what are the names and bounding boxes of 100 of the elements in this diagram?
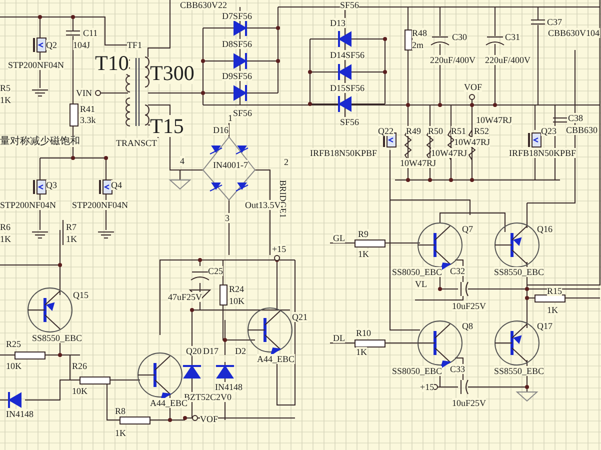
component-label: TRANSCT — [116, 138, 158, 148]
component-label: 47uF25V — [168, 292, 202, 302]
component-label: IRFB18N50KPBF — [310, 148, 378, 158]
component-label: Q8 — [462, 321, 473, 331]
component-label: VOF — [200, 414, 218, 424]
component-label: +15 — [272, 244, 286, 254]
component-label: STP200NF04N — [72, 200, 128, 210]
component-label: 4 — [180, 156, 184, 166]
component-label: STP200NF04N — [0, 200, 56, 210]
component-label: Q21 — [292, 312, 308, 322]
component-label: Q17 — [537, 321, 552, 331]
component-label: C32 — [450, 266, 466, 276]
component-label: R5 — [0, 83, 11, 93]
component-label: 220uF/400V — [430, 55, 476, 65]
component-label: R9 — [358, 229, 369, 239]
component-label: IN4148 — [6, 409, 34, 419]
component-label: C11 — [83, 28, 98, 38]
component-label: D8SF56 — [222, 39, 252, 49]
component-label: IN4001-7 — [213, 160, 248, 170]
component-label: R15 — [547, 286, 562, 296]
component-label: R51 — [451, 126, 466, 136]
component-label: 10W47RJ — [454, 137, 490, 147]
component-label: R7 — [66, 222, 77, 232]
component-label: IN4148 — [215, 382, 242, 392]
component-label: 1 — [228, 113, 232, 123]
component-label: 量对称减少磁饱和 — [0, 136, 80, 147]
component-label: 10W47RJ — [431, 148, 467, 158]
component-label: 10uF25V — [452, 301, 486, 311]
component-label: R52 — [474, 126, 490, 136]
component-label: D14SF56 — [330, 50, 365, 60]
component-label: R8 — [115, 406, 126, 416]
component-label: 1K — [115, 428, 126, 438]
component-label: 10W47RJ — [476, 115, 512, 125]
winding-label: T300 — [150, 62, 194, 84]
component-label: SS8550_EBC — [494, 267, 544, 277]
component-label: C25 — [208, 266, 224, 276]
component-label: A44_EBC — [257, 354, 295, 364]
component-label: D7SF56 — [222, 11, 252, 21]
component-label: CBB630 — [566, 125, 598, 135]
component-label: IRFB18N50KPBF — [509, 148, 576, 158]
component-label: +15 — [420, 382, 434, 392]
component-label: TF1 — [127, 40, 142, 50]
component-label: CBB630V104 — [548, 28, 600, 38]
component-label: CBB630V22 — [180, 0, 228, 10]
component-label: Q15 — [73, 290, 88, 300]
component-label: R6 — [0, 222, 11, 232]
component-label: 10K — [72, 386, 88, 396]
component-label: 2 — [284, 157, 288, 167]
component-label: A44_EBC — [150, 398, 188, 408]
component-label: 1K — [356, 347, 367, 357]
component-label: Q16 — [537, 224, 552, 234]
component-label: VOF — [464, 82, 482, 92]
component-label: R41 — [80, 104, 96, 114]
component-label: D13 — [330, 18, 346, 28]
component-label: Q23 — [541, 126, 556, 136]
component-label: R24 — [229, 284, 244, 294]
component-label: Q4 — [111, 180, 122, 190]
component-label: D9SF56 — [222, 71, 252, 81]
component-label: Q3 — [46, 180, 57, 190]
component-label: SS8550_EBC — [494, 366, 544, 376]
component-label: Q2 — [46, 40, 57, 50]
component-label: VL — [415, 279, 427, 289]
component-label: 10W47RJ — [400, 158, 436, 168]
component-label: Out13.5V — [245, 200, 281, 210]
component-label: SF56 — [340, 117, 360, 127]
component-label: R26 — [72, 361, 88, 371]
component-label: SS8050_EBC — [392, 267, 442, 277]
component-label: R49 — [406, 126, 422, 136]
component-label: SF56 — [340, 0, 360, 10]
component-label: VIN — [76, 88, 92, 98]
component-label: SF56 — [233, 108, 252, 118]
component-label: 1K — [66, 234, 77, 244]
component-label: D17 — [203, 346, 218, 356]
component-label: D2 — [235, 346, 246, 356]
component-label: 3 — [225, 213, 230, 223]
component-label: SS8050_EBC — [392, 366, 442, 376]
component-label: Q20 — [186, 346, 202, 356]
component-label: DL — [333, 333, 345, 343]
component-label: D16 — [213, 125, 228, 135]
component-label: SS8550_EBC — [32, 333, 82, 343]
component-label: STP200NF04N — [8, 60, 64, 70]
winding-label: T10 — [95, 52, 129, 74]
component-label: 1K — [0, 234, 11, 244]
component-label: BZT52C2V0 — [184, 392, 232, 402]
component-label: D15SF56 — [330, 83, 365, 93]
component-label: C37 — [547, 17, 562, 27]
component-label: 10K — [6, 361, 22, 371]
component-label: Q7 — [462, 224, 473, 234]
component-label: C31 — [505, 32, 520, 42]
component-label: 10uF25V — [452, 398, 486, 408]
component-label: R25 — [6, 339, 22, 349]
component-label: R50 — [428, 126, 444, 136]
component-label: 1K — [547, 305, 558, 315]
component-label: 1K — [0, 95, 11, 105]
component-label: C38 — [568, 113, 584, 123]
component-label: 3.3k — [80, 115, 96, 125]
component-label: 104J — [73, 40, 90, 50]
component-label: 10K — [229, 296, 244, 306]
component-label: Q22 — [378, 126, 394, 136]
component-label: 220uF/400V — [485, 55, 531, 65]
